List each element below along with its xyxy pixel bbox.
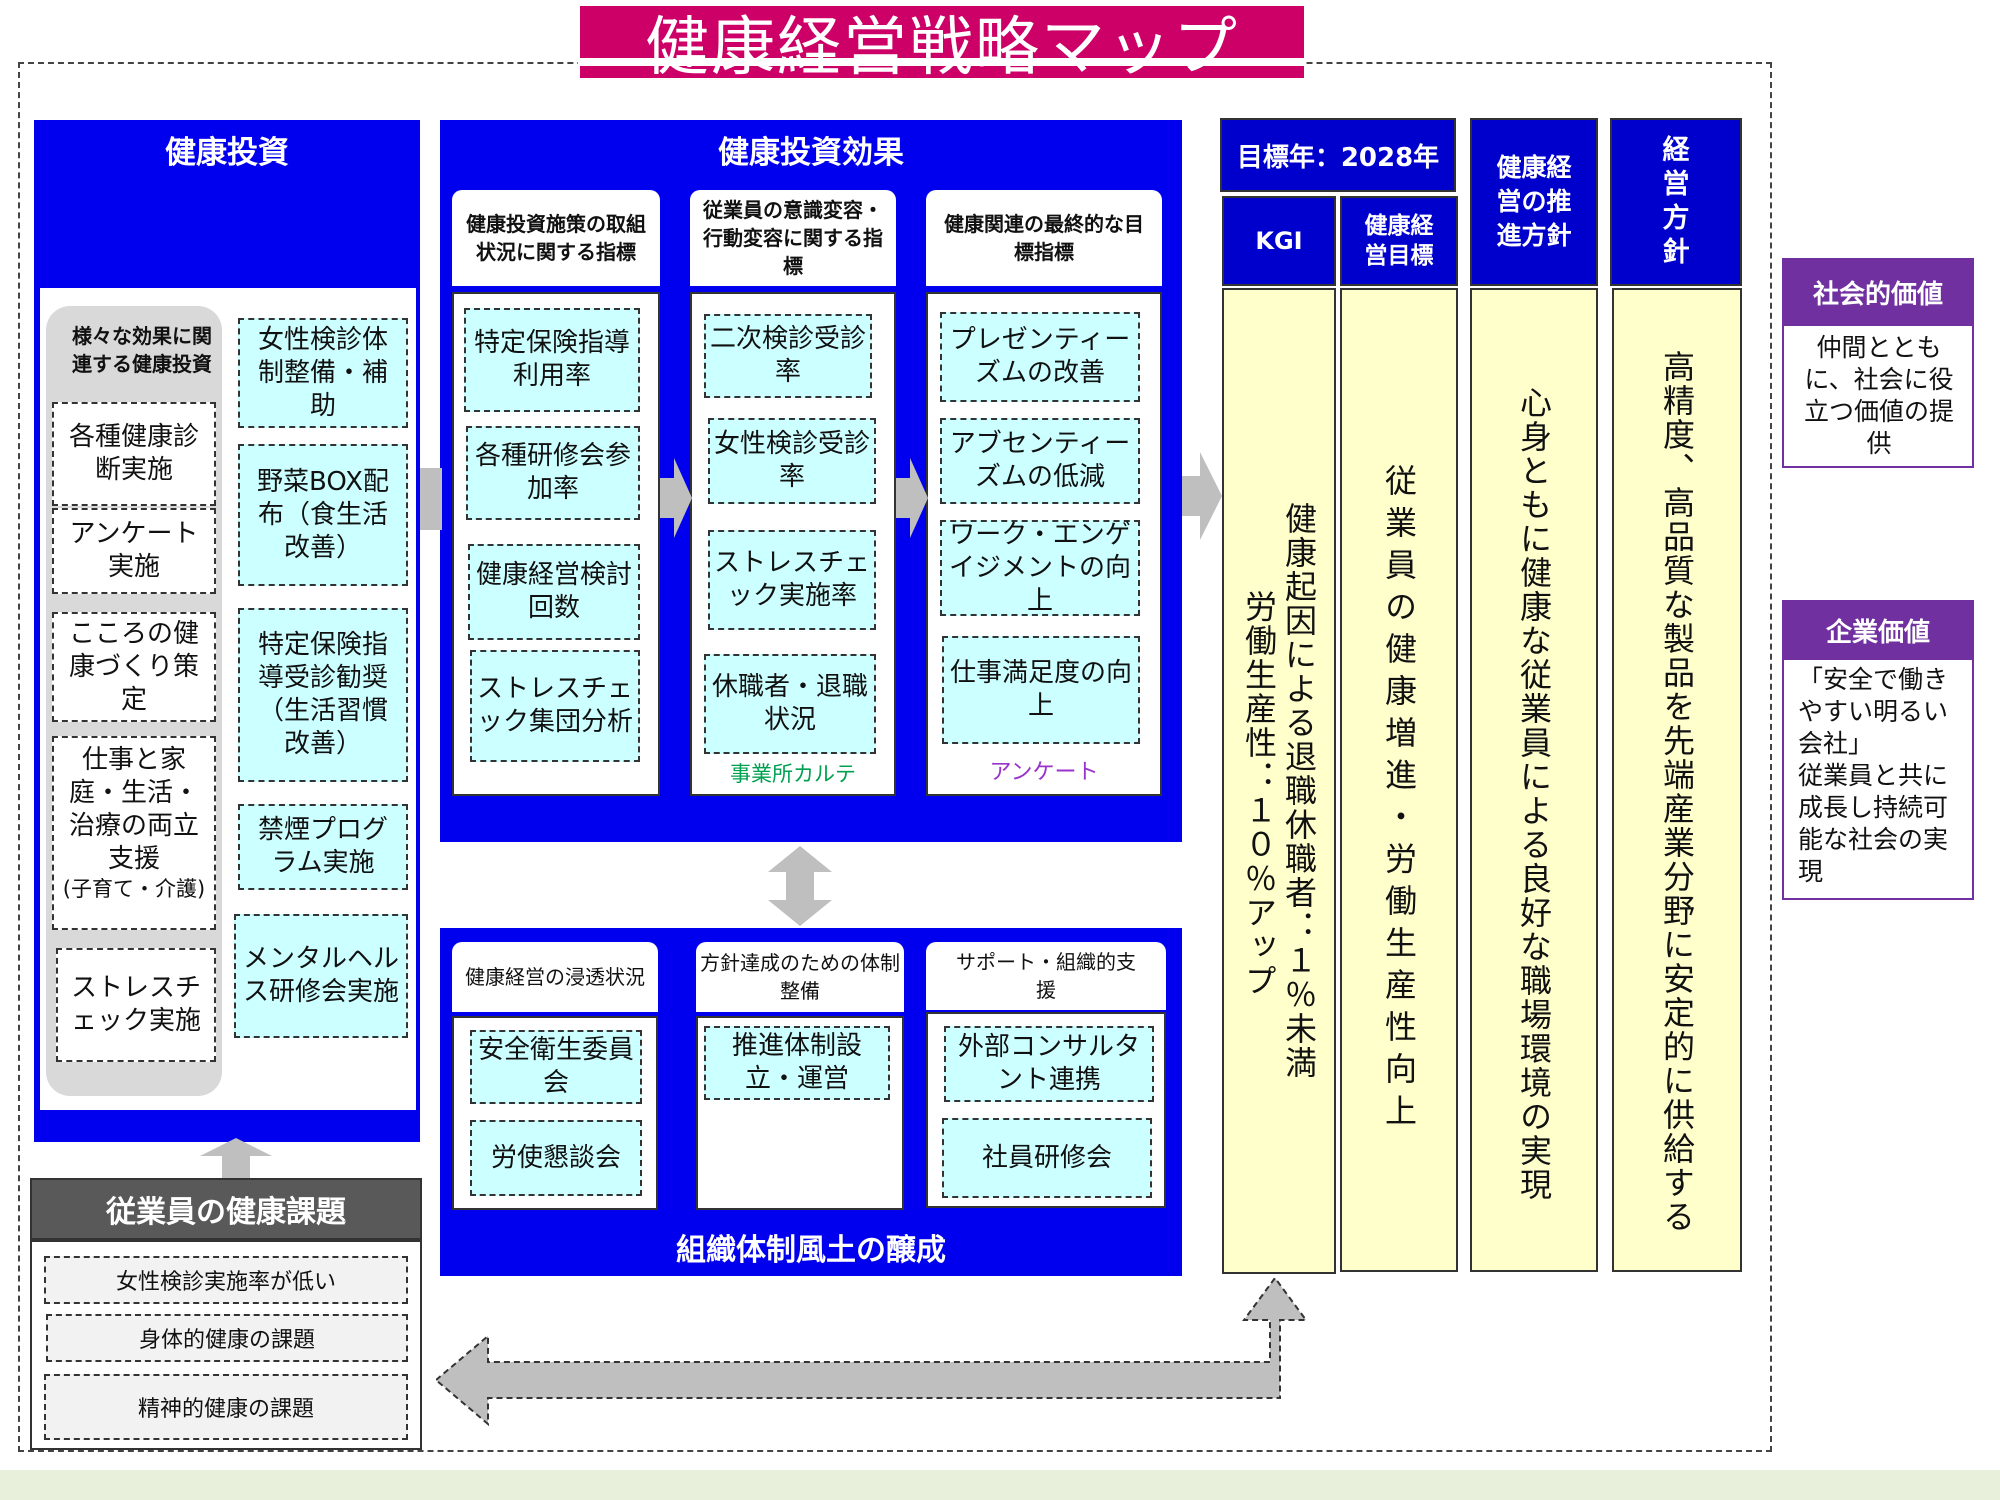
list-item: 女性検診受診率 [708,418,876,504]
target-year: 目標年：2028年 [1220,118,1456,192]
double-arrow-icon [768,846,832,926]
kgi-text: 健康起因による退職休職者：１％未満 労働生産性：１０％アップ [1240,502,1318,1080]
survey-label: アンケート [989,760,1099,785]
corporate-value-text: 「安全で働きやすい明るい会社」 従業員と共に成長し持続可能な社会の実現 [1798,665,1949,886]
list-item: 精神的健康の課題 [44,1374,408,1440]
organization-column-header: サポート・組織的支援 [926,942,1166,1010]
list-item: 安全衛生委員会 [470,1030,642,1104]
target-header: 健康経営目標 [1340,196,1458,286]
list-item: 各種研修会参加率 [466,426,640,520]
investment-header: 健康投資 [165,134,289,171]
list-item: 休職者・退職状況 [704,654,876,754]
list-item: 外部コンサルタント連携 [944,1026,1154,1102]
list-item: 健康経営検討回数 [468,544,640,640]
effects-header: 健康投資効果 [718,134,904,171]
page-title: 健康経営戦略マップ [580,6,1304,85]
kgi-header: KGI [1222,196,1336,286]
list-item: ストレスチェック実施 [56,948,216,1062]
loop-arrow-icon [436,1276,1308,1427]
arrow-right-icon [896,458,928,538]
policy-column: 心身ともに健康な従業員による良好な職場環境の実現 [1470,288,1598,1272]
social-value-header: 社会的価値 [1782,258,1974,326]
list-item: ストレスチェック集団分析 [470,650,640,762]
issues-header: 従業員の健康課題 [30,1178,422,1240]
list-item: プレゼンティーズムの改善 [940,312,1140,402]
investment-group-label: 様々な効果に関連する健康投資 [72,324,212,376]
list-item: 労使懇談会 [470,1120,642,1196]
social-value-text: 仲間とともに、社会に役立つ価値の提供 [1803,333,1954,458]
corporate-value-header: 企業価値 [1782,600,1974,660]
policy-header: 健康経営の推進方針 [1470,118,1598,286]
list-item: 推進体制設立・運営 [704,1026,890,1100]
arrow-right-icon [420,468,442,530]
list-item: 女性検診体制整備・補助 [238,318,408,428]
list-item: 社員研修会 [942,1118,1152,1198]
mgmt-header: 経営方針 [1610,118,1742,286]
list-item: 仕事と家庭・生活・治療の両立支援 (子育て・介護) [52,736,216,930]
list-item: ストレスチェック実施率 [708,530,876,630]
list-item: 身体的健康の課題 [46,1314,408,1362]
list-item: 特定保険指導受診勧奨（生活習慣改善） [238,608,408,782]
effects-column-header: 健康投資施策の取組状況に関する指標 [452,190,660,286]
target-column: 従業員の健康増進・労働生産性向上 [1340,288,1458,1272]
list-item: こころの健康づくり策定 [52,612,216,722]
list-item: ワーク・エンゲイジメントの向上 [940,520,1140,616]
organization-column-header: 健康経営の浸透状況 [452,942,658,1012]
kgi-column [1222,288,1336,1274]
arrow-up-icon [200,1138,272,1178]
list-item: アブセンティーズムの低減 [940,418,1140,504]
list-item: 野菜BOX配布（食生活改善） [238,444,408,586]
list-item: 禁煙プログラム実施 [238,804,408,890]
bottom-band [0,1470,2000,1500]
list-item: 女性検診実施率が低い [44,1256,408,1304]
list-item: 各種健康診断実施 [52,402,216,506]
list-item: アンケート実施 [52,508,216,594]
mgmt-column: 高精度、高品質な製品を先端産業分野に安定的に供給する [1612,288,1742,1272]
organization-column-header: 方針達成のための体制整備 [696,942,904,1012]
list-item: 二次検診受診率 [704,314,872,398]
list-item: 特定保険指導利用率 [464,308,640,412]
effects-column-header: 健康関連の最終的な目標指標 [926,190,1162,286]
list-item: 仕事満足度の向上 [942,636,1140,744]
arrow-right-icon [1182,452,1222,540]
arrow-right-icon [660,458,692,538]
list-item: メンタルヘルス研修会実施 [234,914,408,1038]
effects-column-header: 従業員の意識変容・行動変容に関する指標 [690,190,896,286]
karte-label: 事業所カルテ [730,762,856,786]
organization-footer: 組織体制風土の醸成 [676,1233,946,1268]
